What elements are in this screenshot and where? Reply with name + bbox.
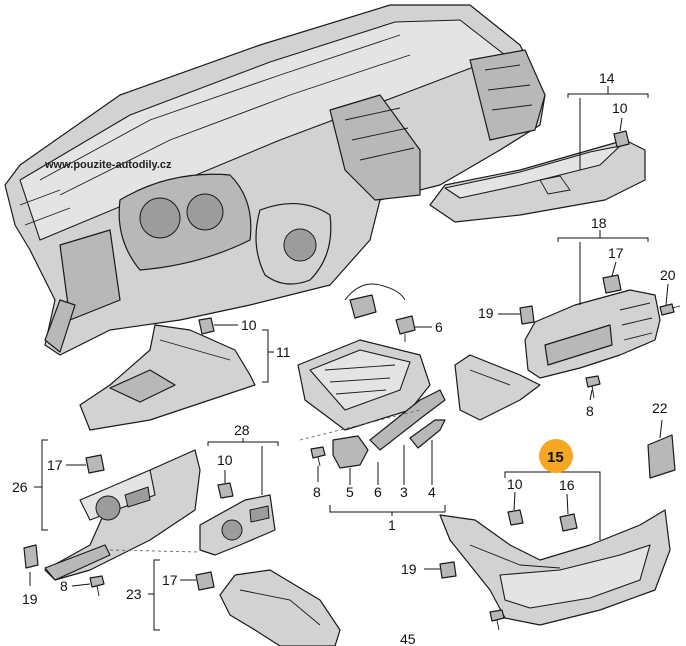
screw-8-left <box>89 575 105 597</box>
callout-labels: 14 10 18 17 20 19 8 10 11 6 22 15 10 16 … <box>12 70 676 646</box>
callout-17-lower: 17 <box>162 572 178 588</box>
clip-10-lower <box>507 509 524 526</box>
callout-16: 16 <box>559 477 575 493</box>
part-11-lower-bracket <box>79 324 256 431</box>
clip-17-lower <box>195 571 215 591</box>
callout-18: 18 <box>591 215 607 231</box>
screw-8-center <box>310 446 326 467</box>
part-4-trim-strip <box>409 419 446 449</box>
callout-14: 14 <box>599 70 615 86</box>
callout-23: 23 <box>126 586 142 602</box>
callout-17-right: 17 <box>608 245 624 261</box>
part-6-connector <box>344 283 416 342</box>
figure-number: 45 <box>400 631 416 646</box>
screw-8-right <box>585 375 601 399</box>
callout-5: 5 <box>346 484 354 500</box>
callout-8-center: 8 <box>313 484 321 500</box>
callout-3: 3 <box>400 484 408 500</box>
callout-15-highlight <box>539 439 573 473</box>
callout-6-lower: 6 <box>374 484 382 500</box>
callout-8-right: 8 <box>586 403 594 419</box>
callout-15: 15 <box>547 449 564 466</box>
clip-16 <box>559 513 578 532</box>
callout-10-cover: 10 <box>217 452 233 468</box>
clip-19-right <box>519 305 535 325</box>
part-22-cap <box>647 434 676 479</box>
callout-28: 28 <box>234 422 250 438</box>
callout-19-left: 19 <box>22 591 38 607</box>
callout-11: 11 <box>276 344 291 360</box>
screw-20 <box>659 303 681 316</box>
part-18-console-trim <box>524 289 661 379</box>
callout-10-lower: 10 <box>507 476 523 492</box>
part-28-cover <box>199 494 276 556</box>
watermark-text: www.pouzite-autodily.cz <box>44 159 172 171</box>
callout-6-upper: 6 <box>435 319 443 335</box>
center-ashtray-assembly <box>297 339 431 431</box>
callout-19-lower: 19 <box>401 561 417 577</box>
part-23-lower-trim <box>219 569 341 646</box>
part-15-lower-trim <box>439 509 671 626</box>
callout-17-left: 17 <box>47 457 63 473</box>
part-5-switch-block <box>332 435 369 469</box>
dashboard-assembly <box>4 4 546 356</box>
clip-17-right <box>602 274 622 294</box>
part-14-storage-shelf <box>429 139 646 223</box>
knee-bolster-right <box>454 354 541 421</box>
callout-8-left: 8 <box>60 578 68 594</box>
leader-lines <box>29 86 669 631</box>
callout-19-right: 19 <box>478 305 494 321</box>
callout-1: 1 <box>388 517 396 533</box>
callout-20: 20 <box>660 267 676 283</box>
clip-10-upper <box>613 130 630 148</box>
callout-10-left: 10 <box>241 317 257 333</box>
clip-10-left <box>198 317 215 335</box>
clip-10-cover <box>217 482 234 499</box>
clip-19-lower <box>439 561 457 579</box>
clip-19-left <box>23 544 39 569</box>
callout-4: 4 <box>428 484 436 500</box>
callout-26: 26 <box>12 479 28 495</box>
screw-8-lower <box>489 609 505 631</box>
callout-22: 22 <box>652 400 668 416</box>
callout-10-upper: 10 <box>612 100 628 116</box>
clip-17-left <box>85 454 105 474</box>
part-26-lower-panel <box>44 449 201 581</box>
part-3-trim-strip <box>369 389 446 451</box>
